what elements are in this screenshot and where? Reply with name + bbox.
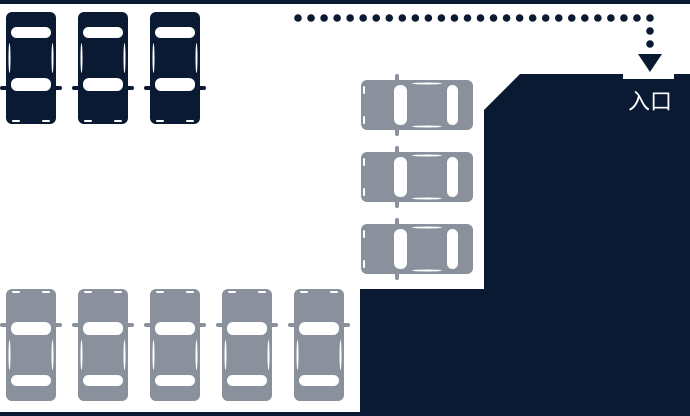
- route-dot: [333, 14, 341, 22]
- car-parked-icon: [361, 146, 473, 208]
- route-dot: [359, 14, 367, 22]
- route-dot: [646, 14, 654, 22]
- route-dot: [620, 14, 628, 22]
- entrance-route-dots: [294, 14, 654, 48]
- route-dot: [502, 14, 511, 22]
- top-border: [0, 0, 690, 4]
- route-dot: [646, 40, 654, 48]
- route-dot: [541, 14, 550, 22]
- entrance-label: 入口: [628, 90, 672, 115]
- car-parked-icon: [0, 289, 62, 401]
- route-dot: [476, 14, 485, 22]
- route-dot: [385, 14, 394, 22]
- car-parked-icon: [144, 289, 206, 401]
- route-dot: [567, 14, 576, 22]
- route-dot: [528, 14, 537, 22]
- route-dot: [594, 14, 602, 22]
- route-dot: [581, 14, 589, 22]
- route-dot: [607, 14, 615, 22]
- car-occupied-icon: [0, 12, 62, 124]
- route-dot: [346, 14, 354, 22]
- route-dot: [554, 14, 563, 22]
- arrow-down-icon: [638, 54, 662, 72]
- route-dot: [320, 14, 328, 22]
- car-parked-icon: [361, 74, 473, 136]
- car-occupied-icon: [72, 12, 134, 124]
- route-dot: [398, 14, 407, 22]
- route-dot: [372, 14, 381, 22]
- route-dot: [489, 14, 498, 22]
- car-parked-icon: [216, 289, 278, 401]
- building-block: [360, 74, 690, 412]
- route-dot: [515, 14, 524, 22]
- car-occupied-icon: [144, 12, 206, 124]
- route-dot: [307, 14, 315, 22]
- route-dot: [294, 14, 302, 22]
- route-dot: [424, 14, 433, 22]
- route-dot: [450, 14, 459, 22]
- route-dot: [646, 27, 654, 35]
- car-parked-icon: [72, 289, 134, 401]
- route-dot: [411, 14, 420, 22]
- car-parked-icon: [361, 218, 473, 280]
- bottom-border: [0, 412, 690, 416]
- car-parked-icon: [288, 289, 350, 401]
- route-dot: [633, 14, 641, 22]
- entrance-gap: [623, 74, 674, 79]
- route-dot: [437, 14, 446, 22]
- route-dot: [463, 14, 472, 22]
